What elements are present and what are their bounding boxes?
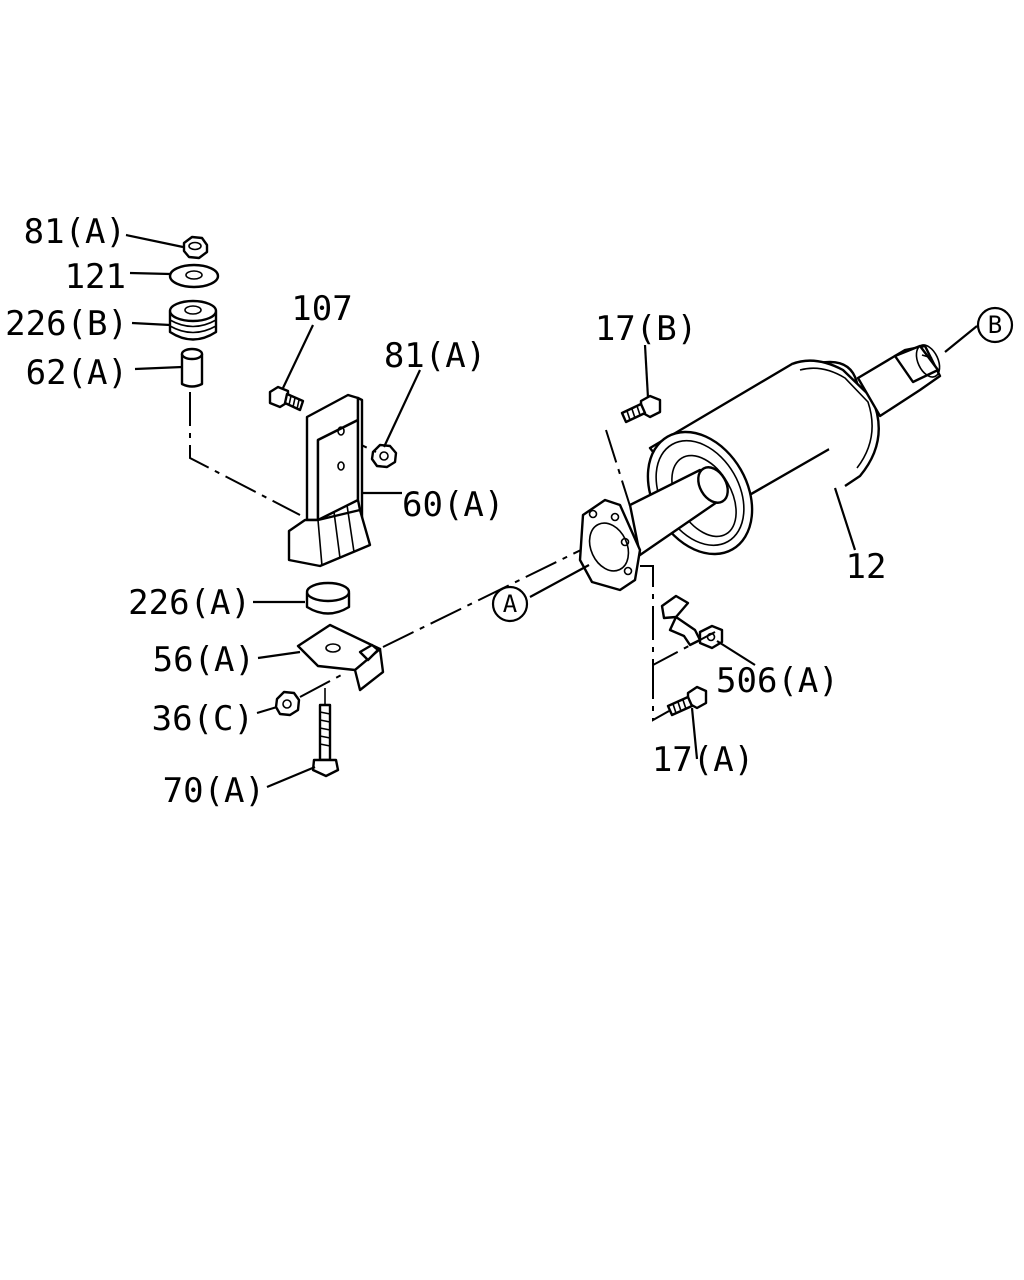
- reference-marker-a: A: [491, 585, 529, 623]
- label-70a: 70(A): [163, 771, 265, 811]
- collar-62a-part: [180, 347, 204, 388]
- label-60a: 60(A): [402, 485, 504, 525]
- bolt-70a-part: [311, 688, 340, 778]
- label-17a: 17(A): [652, 740, 754, 780]
- washer-121-part: [168, 263, 220, 289]
- bolt-17a-part: [666, 685, 708, 717]
- label-56a: 56(A): [153, 640, 255, 680]
- bolt-17b-part: [620, 394, 662, 424]
- nut-81a-mid-part: [370, 443, 398, 469]
- bolt-107-part: [268, 385, 305, 412]
- bracket-60a-part: [287, 393, 372, 568]
- reference-marker-b-text: B: [988, 311, 1002, 339]
- reference-marker-a-text: A: [503, 590, 518, 618]
- clamp-axis-line: [640, 565, 716, 667]
- label-107: 107: [291, 289, 352, 329]
- bracket-56a-part: [296, 623, 385, 692]
- leader-lines: [125, 233, 978, 789]
- reference-marker-b: B: [976, 306, 1014, 344]
- label-17b: 17(B): [595, 309, 697, 349]
- clamp-506a-part: [660, 594, 724, 650]
- label-226b: 226(B): [5, 304, 128, 344]
- nut-36c-axis-line: [299, 672, 346, 698]
- collar-assembly-line: [189, 392, 301, 516]
- label-81a-mid: 81(A): [384, 336, 486, 376]
- rubber-226a-part: [305, 581, 351, 615]
- label-62a: 62(A): [26, 353, 128, 393]
- nut-36c-part: [274, 690, 301, 717]
- bolt-17a-axis-line: [652, 665, 670, 722]
- rubber-226b-part: [168, 299, 218, 341]
- label-506a: 506(A): [716, 661, 839, 701]
- bolt-17b-axis-line: [605, 429, 631, 507]
- label-121: 121: [65, 257, 126, 297]
- main-assembly-line: [382, 547, 586, 648]
- label-36c: 36(C): [152, 699, 254, 739]
- label-81a-top: 81(A): [24, 212, 126, 252]
- label-12: 12: [846, 547, 887, 587]
- label-226a: 226(A): [128, 583, 251, 623]
- muffler-12-part: [578, 344, 942, 592]
- nut-81a-top-part: [182, 235, 209, 260]
